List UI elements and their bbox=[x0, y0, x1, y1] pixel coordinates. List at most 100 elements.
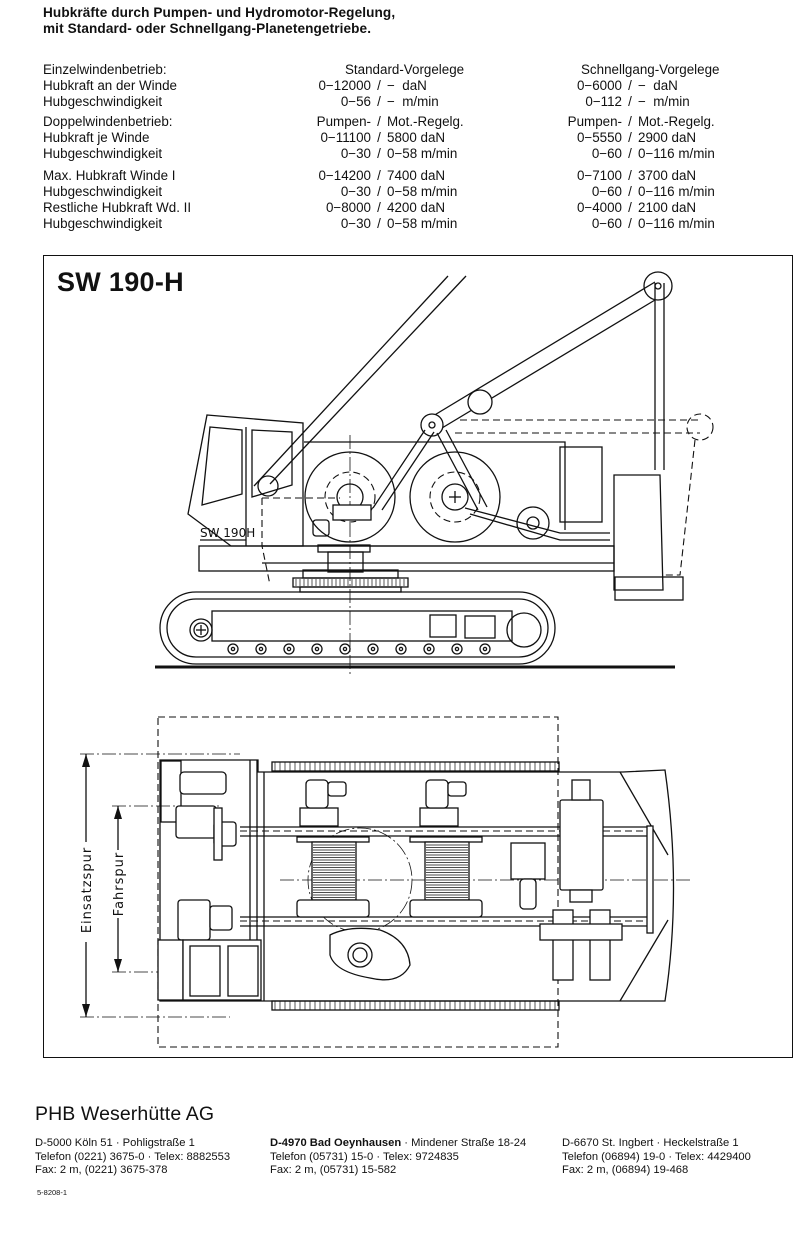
einsatzspur-label: Einsatzspur bbox=[80, 847, 95, 933]
stay-joint-pin bbox=[428, 421, 436, 429]
tank-panel bbox=[189, 945, 221, 997]
drum-motor-block bbox=[299, 807, 339, 827]
spec-value-schnellgang: 0−4000/2100 daN bbox=[560, 200, 760, 216]
auxiliary-drum bbox=[510, 842, 546, 880]
address-line: Fax: 2 m, (0221) 3675-378 bbox=[35, 1164, 168, 1176]
label-mask bbox=[110, 850, 126, 918]
stay-sheave bbox=[467, 389, 493, 415]
spec-value-schnellgang: 0−6000/− daN bbox=[560, 78, 760, 94]
sloped-strut-lower bbox=[469, 513, 610, 541]
spec-value-schnellgang: 0−7100/3700 daN bbox=[560, 168, 760, 184]
spec-value-range: 0−30 bbox=[340, 216, 371, 231]
slew-ring-teeth bbox=[295, 579, 405, 586]
travel-motor bbox=[177, 899, 211, 941]
spec-value-schnellgang: Pumpen-/Mot.-Regelg. bbox=[560, 114, 760, 130]
address-line: D-6670 St. Ingbert · Heckelstraße 1 bbox=[562, 1137, 739, 1149]
back-stay bbox=[436, 432, 479, 511]
slew-circle bbox=[307, 827, 413, 933]
spec-value-motor: 7400 daN bbox=[387, 168, 446, 183]
arrow-up-icon bbox=[82, 754, 90, 767]
drum-motor-cap bbox=[327, 781, 347, 797]
tank-block bbox=[182, 939, 262, 1001]
spec-value-motor: − daN bbox=[387, 78, 427, 93]
fahrspur-label: Fahrspur bbox=[112, 852, 127, 916]
spec-separator: / bbox=[628, 114, 632, 129]
track-roller-hub bbox=[370, 646, 376, 652]
spec-value-range: 0−56 bbox=[340, 94, 371, 109]
crawler-track bbox=[159, 569, 556, 665]
spec-separator: / bbox=[377, 78, 381, 93]
spec-value-range: 0−30 bbox=[340, 146, 371, 161]
idler-wheel bbox=[189, 618, 213, 642]
tank-end bbox=[157, 939, 184, 1001]
address-line: D-4970 Bad Oeynhausen · Mindener Straße … bbox=[270, 1137, 526, 1151]
spec-separator: / bbox=[377, 168, 381, 183]
winch-drum-2-hub bbox=[441, 483, 469, 511]
spec-value-standard: 0−56/− m/min bbox=[300, 94, 500, 110]
spec-separator: / bbox=[377, 146, 381, 161]
cab-window-front bbox=[201, 426, 243, 506]
pump-1 bbox=[552, 909, 574, 981]
spec-value-motor: − m/min bbox=[387, 94, 439, 109]
track-roller-hub bbox=[398, 646, 404, 652]
working-envelope bbox=[157, 716, 559, 1048]
pump-2 bbox=[589, 909, 611, 981]
spec-separator: / bbox=[628, 184, 632, 199]
back-stay-edge bbox=[445, 429, 488, 508]
drum-flange bbox=[409, 836, 483, 843]
document-code: 5-8208-1 bbox=[37, 1188, 68, 1197]
spec-separator: / bbox=[377, 200, 381, 215]
swing-pinion-hub bbox=[352, 947, 368, 963]
drum-motor bbox=[305, 779, 329, 809]
spec-value-motor: 4200 daN bbox=[387, 200, 446, 215]
spec-separator: / bbox=[628, 78, 632, 93]
label-mask bbox=[78, 842, 94, 942]
spec-value-range: 0−14200 bbox=[318, 168, 371, 183]
track-gearbox bbox=[464, 615, 496, 639]
track-plan-bottom bbox=[271, 1000, 560, 1011]
sloped-strut bbox=[464, 507, 610, 534]
track-roller-hub bbox=[314, 646, 320, 652]
drum-rope-wraps bbox=[313, 844, 468, 898]
spec-value-range: 0−112 bbox=[585, 94, 622, 109]
address-line: Fax: 2 m, (06894) 19-468 bbox=[562, 1164, 689, 1176]
turntable-post bbox=[327, 551, 364, 573]
spec-value-motor: − m/min bbox=[638, 94, 690, 109]
spec-separator: / bbox=[628, 146, 632, 161]
spec-separator: / bbox=[377, 114, 381, 129]
spec-row: Doppelwindenbetrieb:Pumpen-/Mot.-Regelg.… bbox=[0, 114, 800, 130]
spec-value-motor: 0−58 m/min bbox=[387, 146, 458, 161]
spec-separator: / bbox=[377, 130, 381, 145]
track-roller bbox=[423, 643, 435, 655]
cab-window-side bbox=[251, 429, 293, 498]
main-frame bbox=[198, 545, 615, 572]
spec-value-motor: Mot.-Regelg. bbox=[638, 114, 715, 129]
drum-motor-block bbox=[419, 807, 459, 827]
spec-separator: / bbox=[628, 168, 632, 183]
spec-label: Max. Hubkraft Winde I bbox=[43, 168, 176, 183]
headline-line-1: Hubkräfte durch Pumpen- und Hydromotor-R… bbox=[43, 5, 396, 20]
track-roller bbox=[283, 643, 295, 655]
top-sheave-pin bbox=[654, 282, 662, 290]
track-links bbox=[274, 762, 556, 1010]
engine-top bbox=[571, 779, 591, 801]
boom-strut bbox=[372, 429, 426, 509]
spec-value-range: 0−7100 bbox=[576, 168, 622, 183]
spec-value-motor: 0−58 m/min bbox=[387, 184, 458, 199]
side-view: SW 190H bbox=[155, 271, 714, 677]
spec-value-schnellgang: 0−60/0−116 m/min bbox=[560, 184, 760, 200]
track-roller bbox=[227, 643, 239, 655]
track-plan-top bbox=[271, 761, 560, 772]
spec-separator: / bbox=[377, 184, 381, 199]
address-line: D-5000 Köln 51 · Pohligstraße 1 bbox=[35, 1137, 195, 1149]
track-roller bbox=[255, 643, 267, 655]
spec-value-range: 0−8000 bbox=[325, 200, 371, 215]
boom-strut-edge bbox=[381, 431, 435, 511]
track-roller-hub bbox=[454, 646, 460, 652]
